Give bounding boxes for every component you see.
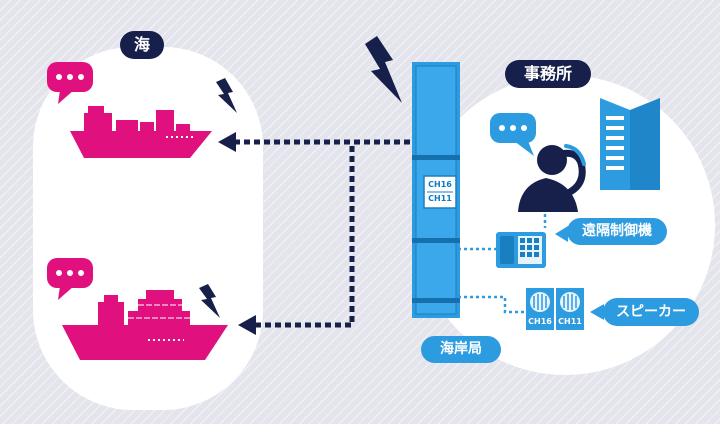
office-label: 事務所 bbox=[505, 60, 591, 88]
speaker-icon-ch16 bbox=[526, 288, 554, 330]
lightning-icon-ship-2 bbox=[199, 284, 220, 318]
tower-channel-ch16: CH16 bbox=[428, 180, 452, 189]
speaker-channel-ch16: CH16 bbox=[528, 317, 552, 326]
arrow-head-ship-1 bbox=[218, 132, 236, 152]
coast-station-label: 海岸局 bbox=[421, 336, 501, 363]
arrow-head-ship-2 bbox=[238, 315, 256, 335]
remote-controller-icon bbox=[496, 232, 546, 268]
remote-controller-label-pointer bbox=[555, 226, 568, 242]
link-tower-to-ship-2 bbox=[256, 146, 355, 328]
lightning-icon-tower bbox=[365, 36, 402, 103]
operator-icon bbox=[518, 144, 586, 212]
remote-controller-label: 遠隔制御機 bbox=[567, 218, 667, 245]
chat-bubble-icon-ship-1 bbox=[47, 62, 93, 104]
chat-bubble-icon-office bbox=[490, 113, 536, 156]
speaker-label-pointer bbox=[590, 304, 604, 320]
tower-channel-ch11: CH11 bbox=[428, 194, 452, 203]
speaker-label: スピーカー bbox=[603, 298, 699, 326]
speaker-channel-ch11: CH11 bbox=[558, 317, 582, 326]
link-tower-to-speaker bbox=[458, 295, 526, 314]
office-building-icon bbox=[600, 98, 660, 190]
speaker-icon-ch11 bbox=[556, 288, 584, 330]
chat-bubble-icon-ship-2 bbox=[47, 258, 93, 300]
lightning-icon-ship-1 bbox=[216, 78, 237, 113]
coast-station-tower bbox=[412, 62, 460, 318]
sea-label: 海 bbox=[120, 31, 164, 59]
ship-1-icon bbox=[70, 106, 212, 158]
radio-links bbox=[236, 139, 410, 328]
ship-2-icon bbox=[62, 290, 228, 360]
